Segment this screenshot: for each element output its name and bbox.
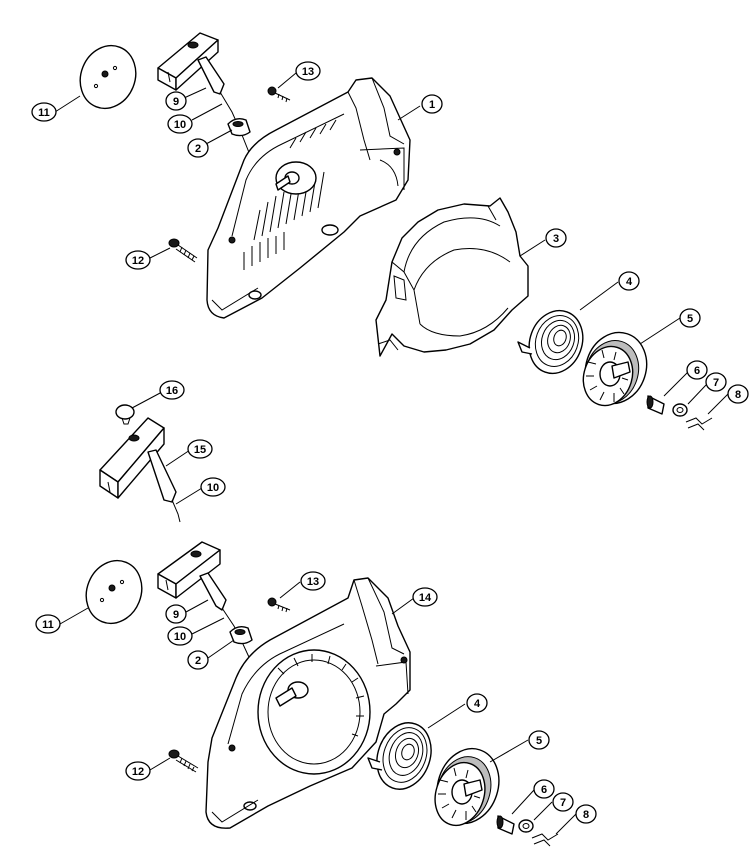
callout-label: 6	[694, 365, 700, 377]
screw-12-top	[168, 238, 198, 263]
callout-c-11-bot: 11	[35, 614, 61, 634]
callout-c-14: 14	[412, 587, 438, 607]
callout-label: 4	[626, 276, 633, 288]
starter-cover-14	[205, 577, 411, 829]
callout-c-9-bot: 9	[165, 604, 187, 624]
rope-rotor-top	[582, 331, 648, 407]
callout-label: 13	[302, 66, 314, 78]
callout-label: 10	[174, 119, 186, 131]
starter-handle-bottom	[157, 541, 227, 611]
callout-c-4-top: 4	[618, 271, 640, 291]
callout-c-2-bot: 2	[187, 650, 209, 670]
callout-label: 8	[735, 389, 741, 401]
callout-c-2-top: 2	[187, 138, 209, 158]
callout-c-10-mid: 10	[200, 477, 226, 497]
pawl-bottom	[496, 815, 515, 835]
callout-label: 1	[429, 99, 435, 111]
callout-c-13-top: 13	[295, 61, 321, 81]
callout-label: 11	[42, 619, 54, 631]
callout-c-12-bot: 12	[125, 761, 151, 781]
washer-top	[672, 403, 688, 417]
callout-c-1: 1	[421, 94, 443, 114]
callout-label: 5	[687, 313, 693, 325]
callout-label: 2	[195, 655, 201, 667]
callout-c-13-bot: 13	[300, 571, 326, 591]
callout-c-6-top: 6	[686, 360, 708, 380]
callout-c-16: 16	[159, 380, 185, 400]
callout-c-11-top: 11	[31, 102, 57, 122]
callout-c-7-top: 7	[705, 372, 727, 392]
callout-label: 9	[173, 609, 179, 621]
screw-12-bottom	[168, 749, 199, 773]
callout-label: 11	[38, 107, 50, 119]
starter-rope-mid	[171, 499, 181, 523]
callout-c-3: 3	[545, 228, 567, 248]
callout-c-5-bot: 5	[528, 730, 550, 750]
rope-guide-top	[227, 117, 251, 137]
pawl-top	[646, 395, 665, 415]
callout-label: 7	[560, 797, 566, 809]
callout-label: 14	[419, 592, 432, 604]
callout-label: 3	[553, 233, 559, 245]
callout-c-5-top: 5	[679, 308, 701, 328]
callout-label: 7	[713, 377, 719, 389]
rewind-plate-bottom	[85, 559, 143, 625]
rewind-spring-bottom	[367, 722, 432, 790]
callout-label: 10	[174, 631, 186, 643]
callout-label: 2	[195, 143, 201, 155]
fan-shroud	[375, 197, 529, 357]
callout-label: 6	[541, 784, 547, 796]
callout-c-10-top: 10	[167, 114, 193, 134]
callout-label: 10	[207, 482, 219, 494]
callout-c-9-top: 9	[165, 91, 187, 111]
screw-13-bottom	[267, 597, 291, 613]
callout-c-8-top: 8	[727, 384, 749, 404]
fan-housing-top	[206, 77, 411, 319]
callout-label: 5	[536, 735, 542, 747]
callout-c-4-bot: 4	[466, 693, 488, 713]
spring-clip-top	[685, 417, 713, 431]
spring-clip-bottom	[531, 833, 559, 847]
callout-c-8-bot: 8	[575, 804, 597, 824]
rope-rotor-bottom	[434, 747, 500, 827]
rewind-spring-top	[517, 309, 584, 375]
callout-label: 12	[132, 255, 144, 267]
callout-label: 12	[132, 766, 144, 778]
callout-c-10-bot: 10	[167, 626, 193, 646]
callout-label: 4	[474, 698, 481, 710]
leader-lines	[54, 72, 729, 835]
callout-label: 8	[583, 809, 589, 821]
rewind-plate-top	[79, 44, 137, 110]
callout-c-15: 15	[187, 439, 213, 459]
callout-label: 13	[307, 576, 319, 588]
callout-c-6-bot: 6	[533, 779, 555, 799]
starter-handle-15	[99, 417, 177, 503]
rope-guide-bottom	[229, 625, 253, 645]
callout-label: 9	[173, 96, 179, 108]
plug-16	[115, 404, 135, 425]
callout-c-12-top: 12	[125, 250, 151, 270]
starter-handle-top	[157, 32, 225, 95]
screw-13-top	[267, 86, 291, 103]
washer-bottom	[518, 819, 534, 833]
callout-label: 16	[166, 385, 178, 397]
callout-c-7-bot: 7	[552, 792, 574, 812]
callout-label: 15	[194, 444, 206, 456]
